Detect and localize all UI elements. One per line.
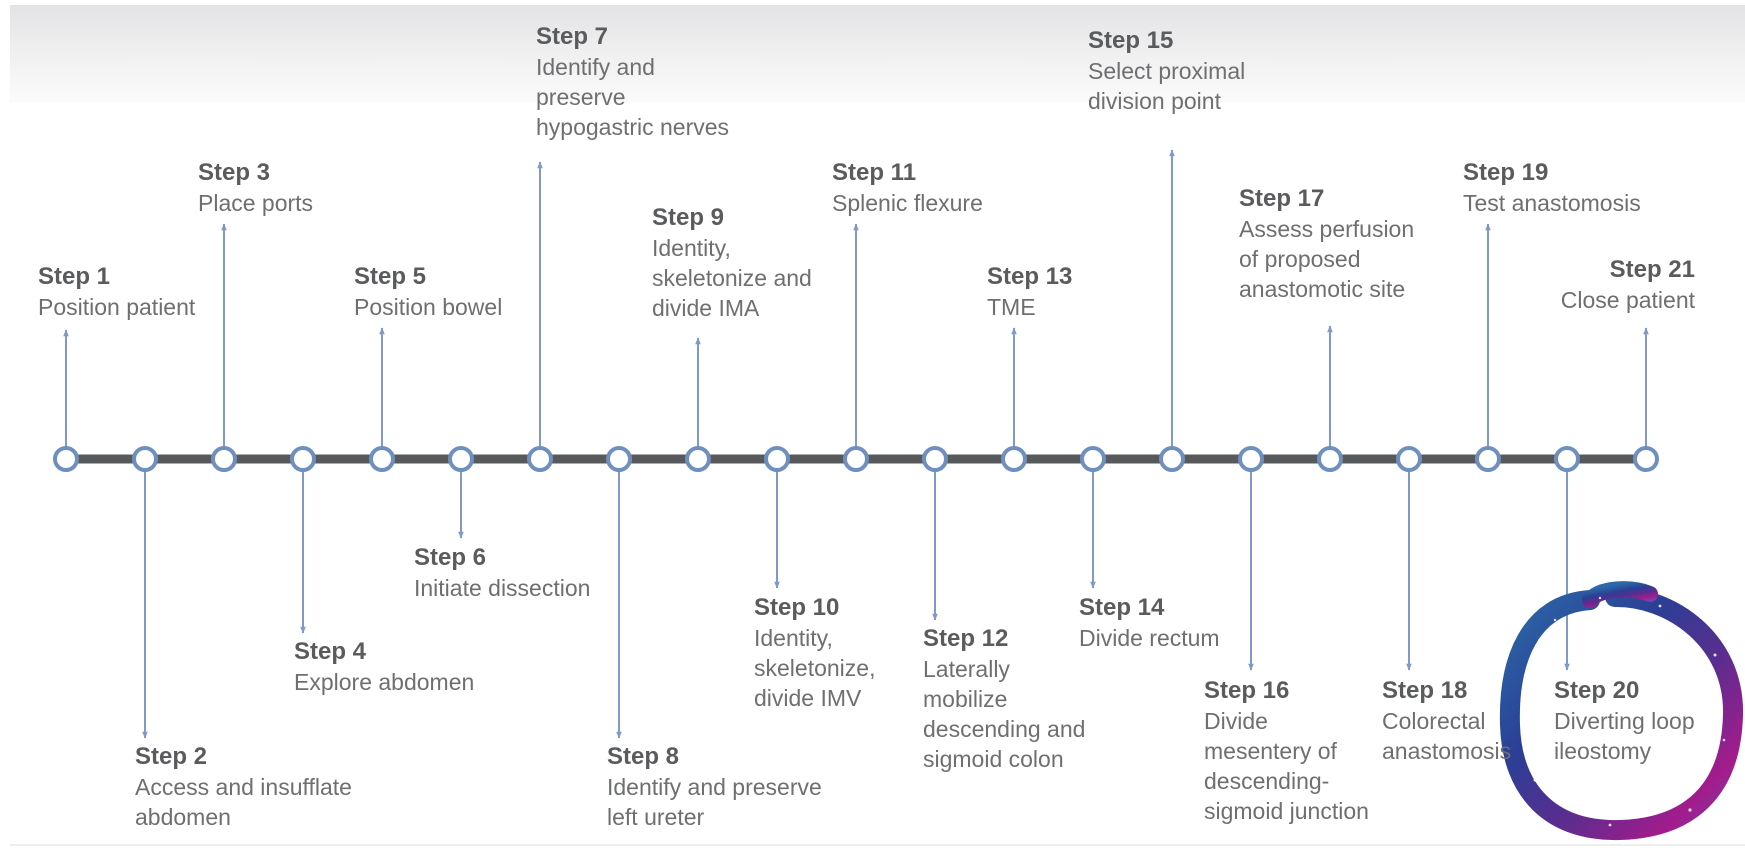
step-description: Laterally mobilize descending and sigmoi… xyxy=(923,656,1086,772)
step-title: Step 5 xyxy=(354,263,427,290)
step-12-label: Step 12 Laterally mobilize descending an… xyxy=(923,624,1085,774)
step-16-node xyxy=(1238,446,1264,472)
step-13-label: Step 13 TME xyxy=(987,262,1072,322)
step-description: Select proximal division point xyxy=(1088,58,1246,114)
step-title: Step 21 xyxy=(1609,256,1695,283)
step-title: Step 13 xyxy=(987,263,1073,290)
step-7-label: Step 7 Identify and preserve hypogastric… xyxy=(536,22,729,142)
step-title: Step 3 xyxy=(198,159,271,186)
step-description: Identify and preserve hypogastric nerves xyxy=(536,54,730,140)
step-17-label: Step 17 Assess perfusion of proposed ana… xyxy=(1239,184,1414,304)
step-12-node xyxy=(922,446,948,472)
step-title: Step 7 xyxy=(536,23,609,50)
step-3-node xyxy=(211,446,237,472)
step-description: Identify and preserve left ureter xyxy=(607,774,822,830)
step-3-label: Step 3 Place ports xyxy=(198,158,313,218)
step-15-label: Step 15 Select proximal division point xyxy=(1088,26,1245,116)
step-8-node xyxy=(606,446,632,472)
step-description: Explore abdomen xyxy=(294,669,475,695)
step-18-label: Step 18 Colorectal anastomosis xyxy=(1382,676,1511,766)
step-title: Step 6 xyxy=(414,544,487,571)
step-title: Step 19 xyxy=(1463,159,1549,186)
step-9-node xyxy=(685,446,711,472)
step-1-node xyxy=(53,446,79,472)
step-5-label: Step 5 Position bowel xyxy=(354,262,502,322)
step-title: Step 17 xyxy=(1239,185,1325,212)
step-10-node xyxy=(764,446,790,472)
step-11-node xyxy=(843,446,869,472)
step-20-highlight-ring xyxy=(1499,581,1744,841)
step-description: Position patient xyxy=(38,294,196,320)
step-description: Initiate dissection xyxy=(414,575,591,601)
footer-divider xyxy=(10,844,1745,846)
step-15-node xyxy=(1159,446,1185,472)
step-description: Splenic flexure xyxy=(832,190,983,216)
step-20-node xyxy=(1554,446,1580,472)
step-title: Step 12 xyxy=(923,625,1009,652)
step-13-node xyxy=(1001,446,1027,472)
step-title: Step 1 xyxy=(38,263,111,290)
step-description: Diverting loop ileostomy xyxy=(1554,708,1695,764)
step-description: Position bowel xyxy=(354,294,503,320)
step-description: Divide mesentery of descending- sigmoid … xyxy=(1204,708,1369,824)
step-title: Step 2 xyxy=(135,743,208,770)
step-20-label: Step 20 Diverting loop ileostomy xyxy=(1554,676,1695,766)
step-4-node xyxy=(290,446,316,472)
step-title: Step 16 xyxy=(1204,677,1290,704)
step-title: Step 15 xyxy=(1088,27,1174,54)
header-band xyxy=(10,5,1745,103)
step-7-node xyxy=(527,446,553,472)
step-description: Assess perfusion of proposed anastomotic… xyxy=(1239,216,1415,302)
step-6-node xyxy=(448,446,474,472)
step-5-node xyxy=(369,446,395,472)
step-description: Divide rectum xyxy=(1079,625,1220,651)
step-17-node xyxy=(1317,446,1343,472)
step-21-label: Step 21 Close patient xyxy=(1561,255,1695,315)
step-19-node xyxy=(1475,446,1501,472)
step-19-label: Step 19 Test anastomosis xyxy=(1463,158,1641,218)
step-9-label: Step 9 Identity, skeletonize and divide … xyxy=(652,203,812,323)
step-14-node xyxy=(1080,446,1106,472)
step-6-label: Step 6 Initiate dissection xyxy=(414,543,590,603)
step-14-label: Step 14 Divide rectum xyxy=(1079,593,1220,653)
step-2-label: Step 2 Access and insufflate abdomen xyxy=(135,742,352,832)
step-title: Step 11 xyxy=(832,159,917,186)
step-description: Identity, skeletonize and divide IMA xyxy=(652,235,812,321)
step-1-label: Step 1 Position patient xyxy=(38,262,195,322)
step-4-label: Step 4 Explore abdomen xyxy=(294,637,474,697)
step-title: Step 18 xyxy=(1382,677,1468,704)
step-21-node xyxy=(1633,446,1659,472)
step-10-label: Step 10 Identity, skeletonize, divide IM… xyxy=(754,593,875,713)
step-title: Step 9 xyxy=(652,204,725,231)
step-description: Test anastomosis xyxy=(1463,190,1641,216)
step-title: Step 10 xyxy=(754,594,840,621)
step-description: Access and insufflate abdomen xyxy=(135,774,352,830)
step-18-node xyxy=(1396,446,1422,472)
step-title: Step 8 xyxy=(607,743,680,770)
step-description: Place ports xyxy=(198,190,314,216)
step-title: Step 4 xyxy=(294,638,367,665)
step-16-label: Step 16 Divide mesentery of descending- … xyxy=(1204,676,1369,826)
step-description: TME xyxy=(987,294,1036,320)
step-title: Step 14 xyxy=(1079,594,1165,621)
step-description: Colorectal anastomosis xyxy=(1382,708,1512,764)
step-description: Identity, skeletonize, divide IMV xyxy=(754,625,876,711)
step-8-label: Step 8 Identify and preserve left ureter xyxy=(607,742,822,832)
step-2-node xyxy=(132,446,158,472)
step-description: Close patient xyxy=(1560,287,1695,313)
step-11-label: Step 11 Splenic flexure xyxy=(832,158,983,218)
step-title: Step 20 xyxy=(1554,677,1640,704)
